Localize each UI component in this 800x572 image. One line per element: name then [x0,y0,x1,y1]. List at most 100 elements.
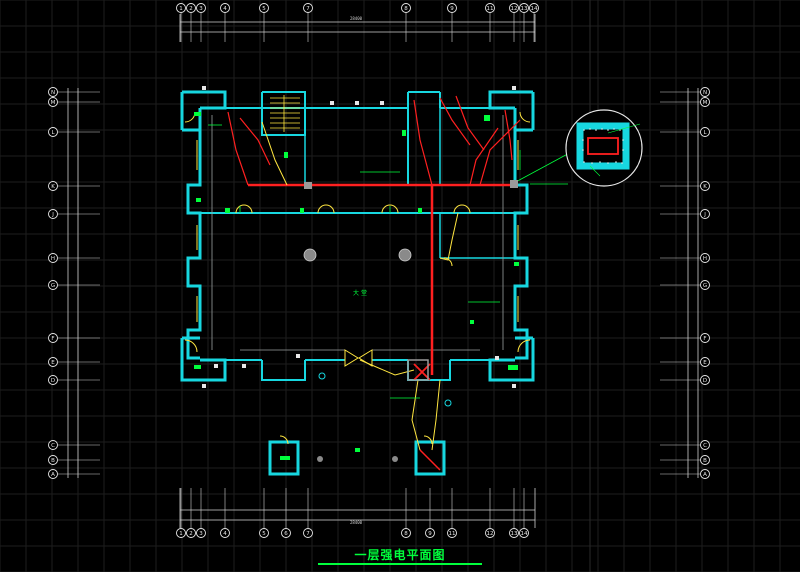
top-axis-9: 9 [447,3,457,13]
right-axis-F-label: F [703,336,706,342]
left-axis-G-label: G [51,283,55,289]
right-axis-C-label: C [703,443,707,449]
left-axis-D-label: D [51,378,55,384]
top-axis-11: 11 [485,3,495,13]
left-axis-J-label: J [51,212,54,218]
top-axis-8: 8 [401,3,411,13]
stair-treads [270,95,300,132]
right-axis-G: G [700,280,710,290]
left-axis-N: N [48,87,58,97]
left-axis-D: D [48,375,58,385]
left-axis-K-label: K [51,184,55,190]
bottom-axis-4-label: 4 [223,531,227,537]
top-axis-13-label: 13 [521,6,528,12]
hall-label: 大 堂 [353,289,367,297]
drawing-title-underline [318,563,482,565]
left-axis-J: J [48,209,58,219]
bottom-axis-8: 8 [401,528,411,538]
right-axis-D-label: D [703,378,707,384]
top-axis-2-label: 2 [189,6,193,12]
right-axis-L-label: L [703,130,707,136]
bottom-axis-14-label: 14 [521,531,528,537]
bottom-axis-6: 6 [281,528,291,538]
left-axis-G: G [48,280,58,290]
top-axis-13: 13 [519,3,529,13]
right-axis-B-label: B [703,458,707,464]
left-axis-K: K [48,181,58,191]
right-axis-A: A [700,469,710,479]
right-axis-B: B [700,455,710,465]
left-axis-F-label: F [51,336,54,342]
bottom-axis-5-label: 5 [262,531,266,537]
right-axis-M-label: M [703,100,708,106]
top-axis-5-label: 5 [262,6,266,12]
right-axis-A-label: A [703,472,707,478]
left-axis-E-label: E [51,360,55,366]
left-axis-L: L [48,127,58,137]
left-axis-F: F [48,333,58,343]
top-axis-4: 4 [220,3,230,13]
bottom-axis-7: 7 [303,528,313,538]
right-axis-G-label: G [703,283,707,289]
left-axis-M-label: M [51,100,56,106]
right-axis-M: M [700,97,710,107]
top-axis-7-label: 7 [306,6,310,12]
right-axis-C: C [700,440,710,450]
top-total-dimension: 28400 [350,16,363,21]
equipment-tags [194,112,519,460]
bottom-axis-7-label: 7 [306,531,310,537]
left-axis-N-label: N [51,90,55,96]
right-axis-K: K [700,181,710,191]
bottom-axis-4: 4 [220,528,230,538]
side-dimension-lines [67,88,699,478]
top-axis-3: 3 [196,3,206,13]
right-axis-F: F [700,333,710,343]
columns [303,248,452,462]
left-axis-A-label: A [51,472,55,478]
dim-ticks-bottom [180,488,525,528]
right-axis-column: NM L K J H G F E D C B A [700,87,710,479]
dim-ticks-top [180,13,535,42]
top-axis-4-label: 4 [223,6,227,12]
bottom-axis-1: 1 [176,528,186,538]
detail-callout [565,109,643,187]
bottom-axis-2-label: 2 [189,531,193,537]
right-axis-N: N [700,87,710,97]
left-axis-C: C [48,440,58,450]
right-axis-H: H [700,253,710,263]
top-axis-14: 14 [529,3,539,13]
left-axis-E: E [48,357,58,367]
bottom-axis-1-label: 1 [179,531,183,537]
doors [184,111,531,445]
right-axis-H-label: H [703,256,707,262]
right-axis-K-label: K [703,184,707,190]
white-markers [202,86,516,388]
dim-ticks-side [58,91,700,475]
bottom-axis-11: 11 [447,528,457,538]
top-dimension-lines [179,14,536,42]
left-axis-L-label: L [51,130,55,136]
right-axis-D: D [700,375,710,385]
right-axis-E-label: E [703,360,707,366]
right-axis-E: E [700,357,710,367]
left-axis-M: M [48,97,58,107]
top-axis-2: 2 [186,3,196,13]
right-axis-J-label: J [703,212,706,218]
bottom-axis-12: 12 [485,528,495,538]
building-walls [180,90,535,476]
green-annotations [208,124,576,399]
bottom-axis-13: 13 [509,528,519,538]
thin-interior-lines [211,115,504,351]
top-axis-1: 1 [176,3,186,13]
bottom-axis-2: 2 [186,528,196,538]
top-axis-7: 7 [303,3,313,13]
bottom-axis-11-label: 11 [449,531,456,537]
top-axis-12-label: 12 [511,6,518,12]
top-axis-11-label: 11 [487,6,494,12]
bottom-axis-6-label: 6 [284,531,288,537]
top-axis-5: 5 [259,3,269,13]
bottom-dimension-lines [179,488,536,528]
